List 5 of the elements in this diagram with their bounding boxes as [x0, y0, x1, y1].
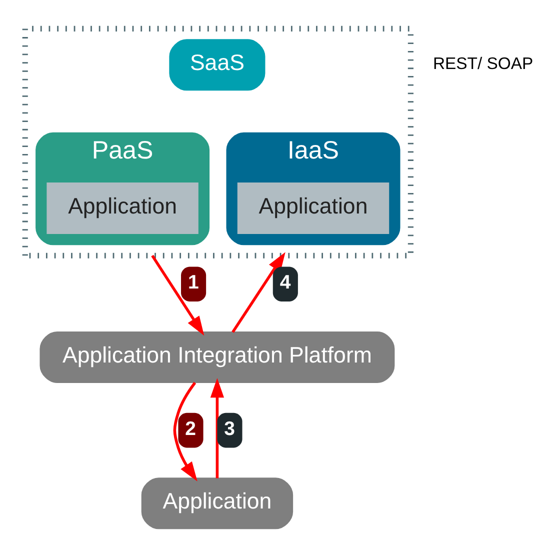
label: REST/ SOAP — [433, 54, 534, 74]
edge-label: 1 — [188, 272, 199, 294]
edge-label: 4 — [280, 272, 291, 294]
edge-label: 2 — [185, 418, 196, 440]
edge-label: 3 — [224, 418, 235, 440]
